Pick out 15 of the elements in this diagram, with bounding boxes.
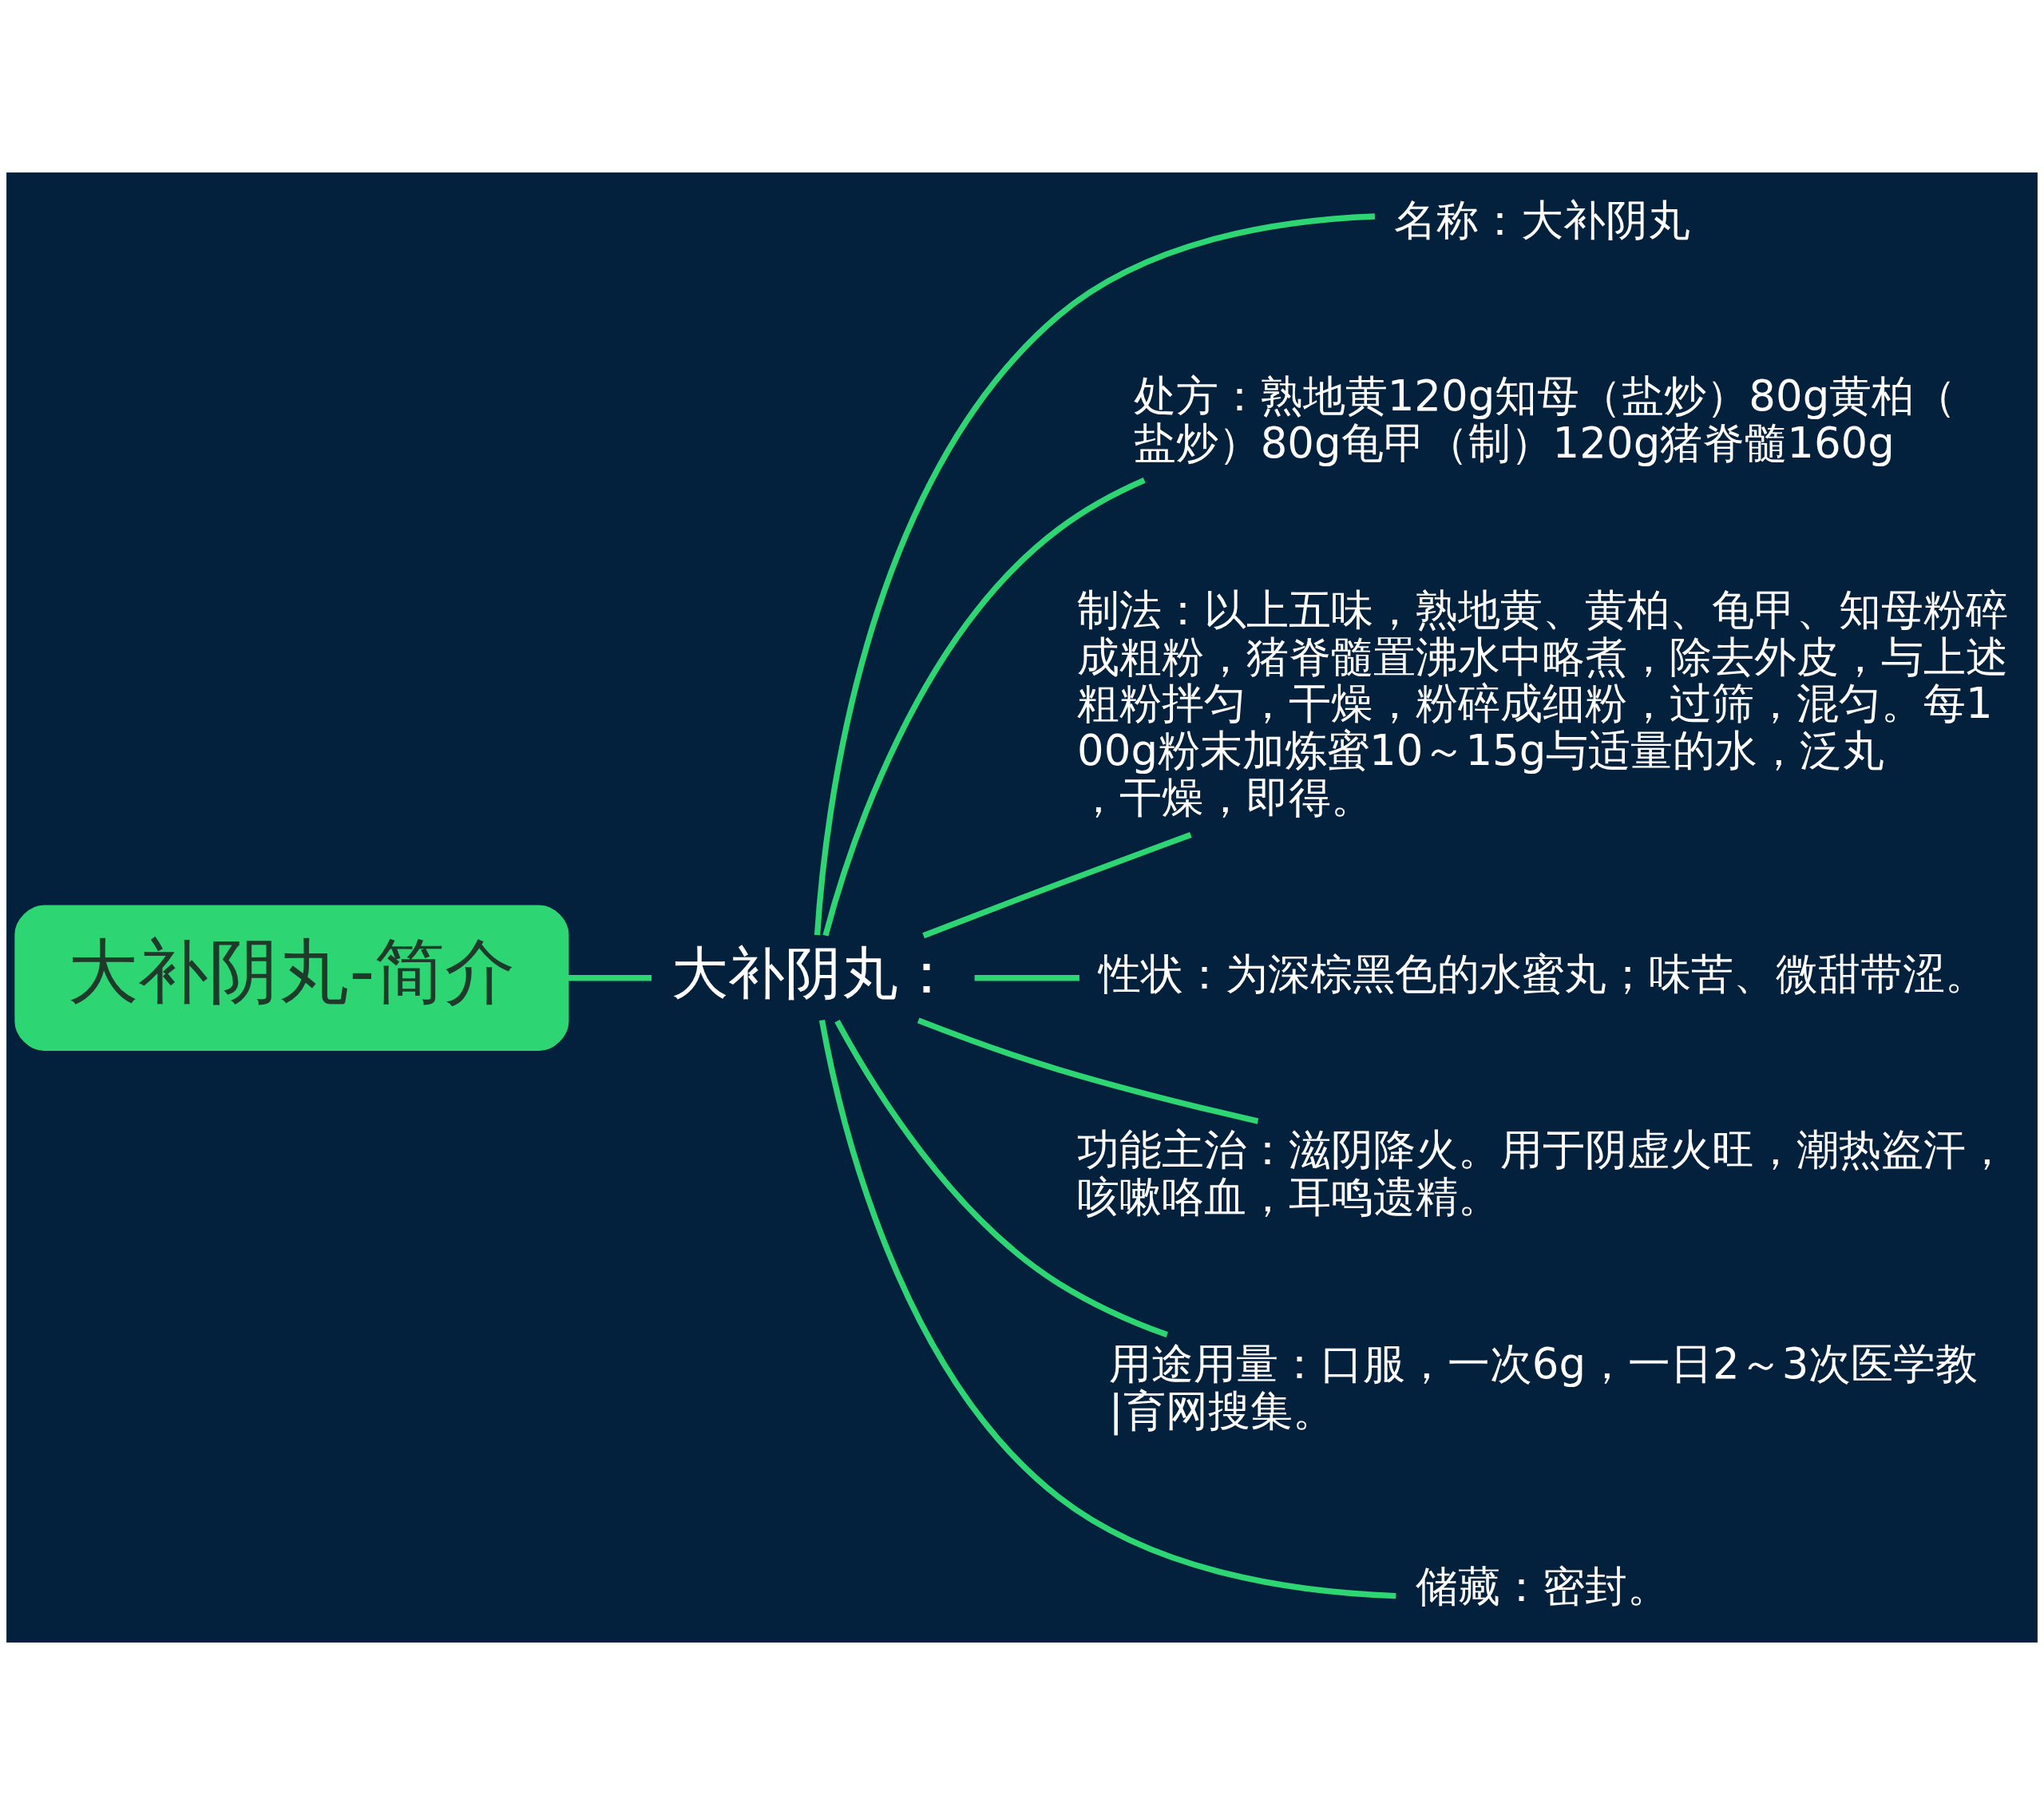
node-text: 制法：以上五味，熟地黄、黄柏、龟甲、知母粉碎成粗粉，猪脊髓置沸水中略煮，除去外皮，与上述粗粉拌匀，干燥，粉碎成细粉，过筛，混匀。每100g粉末加炼蜜10～15g与适量的水，泛丸，干燥，即得。 [1077,585,2009,822]
connector [922,832,1192,939]
node-text: 储藏：密封。 [1415,1562,1670,1611]
connector [568,975,652,981]
node-text: 处方：熟地黄120g知母（盐炒）80g黄柏（盐炒）80g龟甲（制）120g猪脊髓160g [1133,371,1957,468]
node-text: 名称：大补阴丸 [1394,195,1691,244]
node-text: 性状：为深棕黑色的水蜜丸；味苦、微甜带涩。 [1098,949,1987,998]
node-text: 用途用量：口服，一次6g，一日2～3次医学教|育网搜集。 [1108,1338,1979,1435]
node-text: 大补阴丸： [671,939,955,1006]
connector [822,478,1146,937]
connector [917,1017,1259,1124]
connector [834,1020,1168,1338]
connector [814,213,1376,936]
node-box: 大补阴丸-简介 [14,905,569,1051]
node-text: 功能主治：滋阴降火。用于阴虚火旺，潮热盗汗，咳嗽咯血，耳鸣遗精。 [1077,1125,2009,1222]
